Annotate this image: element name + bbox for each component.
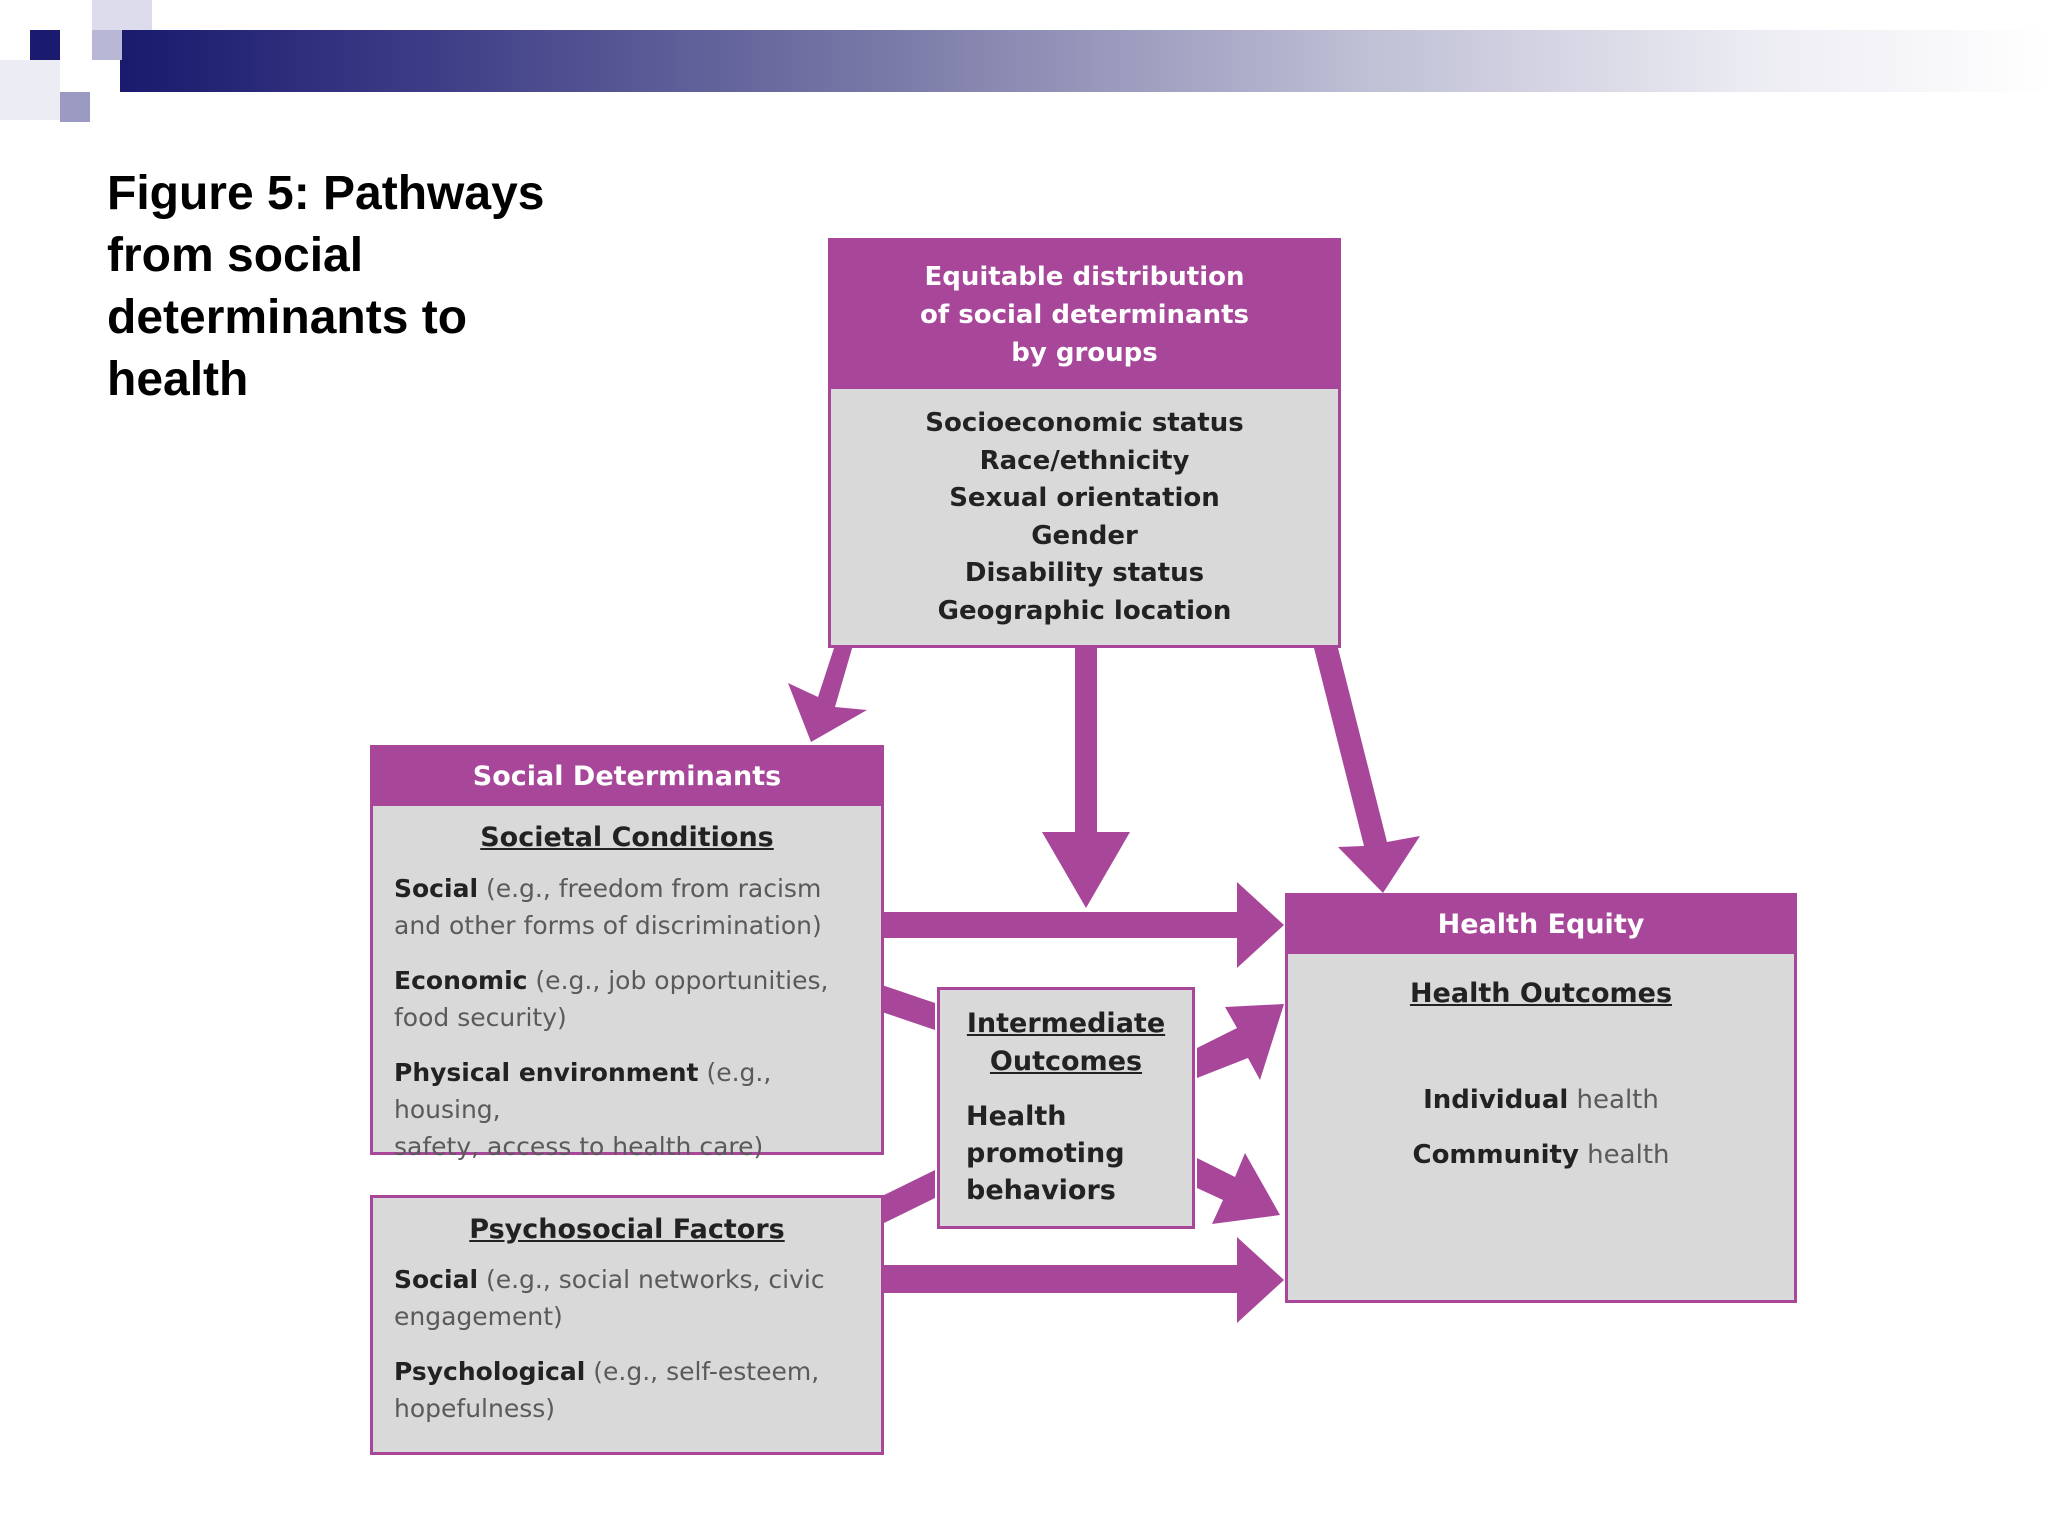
- societal-conditions-list: Social (e.g., freedom from racism and ot…: [394, 870, 871, 1165]
- psychosocial-subtitle: Psychosocial Factors: [469, 1214, 785, 1245]
- physical-environment-item: Physical environment (e.g., housing, saf…: [394, 1054, 871, 1165]
- banner-square-mid: [92, 30, 122, 60]
- item-term: Social: [394, 1265, 479, 1294]
- group-item: Gender: [1031, 520, 1138, 551]
- arrow-intermediate-to-equity-lower: [1197, 1153, 1280, 1224]
- intermediate-outcomes-box: Intermediate Outcomes Health promoting b…: [937, 987, 1195, 1229]
- economic-condition-item: Economic (e.g., job opportunities, food …: [394, 962, 871, 1036]
- item-detail: safety, access to health care): [394, 1132, 764, 1161]
- social-determinants-header: Social Determinants: [373, 748, 881, 806]
- intermediate-title-line: Intermediate: [966, 1008, 1166, 1039]
- psychosocial-factors-box: Psychosocial Factors Social (e.g., socia…: [370, 1195, 884, 1455]
- arrow-psychosocial-to-intermediate: [882, 1170, 935, 1224]
- item-detail: food security): [394, 1003, 567, 1032]
- equitable-header: Equitable distribution of social determi…: [831, 241, 1338, 389]
- title-line: health: [107, 353, 249, 406]
- item-term: Social: [394, 874, 479, 903]
- group-item: Disability status: [964, 558, 1205, 588]
- intermediate-title-line: Outcomes: [989, 1046, 1143, 1077]
- item-term: Economic: [394, 966, 528, 995]
- health-equity-header: Health Equity: [1288, 896, 1794, 954]
- item-term: Community: [1412, 1140, 1579, 1170]
- community-health-item: Community health: [1288, 1137, 1794, 1174]
- group-item: Race/ethnicity: [979, 445, 1190, 476]
- arrow-social-to-equity: [882, 882, 1284, 968]
- arrow-to-health-equity-top: [1314, 648, 1420, 893]
- item-detail: (e.g., freedom from racism: [478, 874, 822, 903]
- item-detail: (e.g., housing,: [394, 1058, 772, 1124]
- psychological-item: Psychological (e.g., self-esteem, hopefu…: [394, 1353, 871, 1427]
- arrow-psychosocial-to-equity: [882, 1237, 1284, 1323]
- intermediate-body-line: promoting: [966, 1138, 1125, 1169]
- psychosocial-social-item: Social (e.g., social networks, civic eng…: [394, 1261, 871, 1335]
- title-line: from social: [107, 229, 364, 282]
- health-outcomes-list: Individual health Community health: [1288, 1082, 1794, 1174]
- societal-conditions-subtitle: Societal Conditions: [480, 822, 774, 853]
- health-equity-header-label: Health Equity: [1437, 909, 1645, 940]
- banner-square-faint: [0, 60, 60, 120]
- intermediate-title: Intermediate Outcomes: [940, 1005, 1192, 1081]
- equitable-distribution-box: Equitable distribution of social determi…: [828, 238, 1341, 648]
- item-term: Psychological: [394, 1357, 586, 1386]
- banner-square-light: [92, 0, 152, 30]
- item-detail: health: [1578, 1140, 1670, 1170]
- arrow-social-to-intermediate: [882, 985, 935, 1030]
- item-detail: (e.g., self-esteem,: [585, 1357, 820, 1386]
- item-detail: (e.g., job opportunities,: [527, 966, 829, 995]
- intermediate-body-line: Health: [966, 1101, 1067, 1132]
- item-detail: engagement): [394, 1302, 563, 1331]
- intermediate-body-line: behaviors: [966, 1175, 1116, 1206]
- group-item: Geographic location: [937, 595, 1232, 626]
- banner-square-dark: [30, 30, 60, 60]
- item-term: Physical environment: [394, 1058, 699, 1087]
- group-item: Socioeconomic status: [925, 408, 1244, 438]
- equitable-header-line: by groups: [1011, 338, 1158, 368]
- psychosocial-list: Social (e.g., social networks, civic eng…: [394, 1261, 871, 1427]
- health-equity-box: Health Equity Health Outcomes Individual…: [1285, 893, 1797, 1303]
- individual-health-item: Individual health: [1288, 1082, 1794, 1119]
- arrow-top-center-down: [1042, 648, 1130, 908]
- intermediate-body: Health promoting behaviors: [966, 1098, 1125, 1209]
- equitable-header-line: of social determinants: [920, 300, 1249, 330]
- equitable-header-line: Equitable distribution: [924, 262, 1245, 292]
- social-determinants-header-label: Social Determinants: [472, 761, 782, 792]
- health-outcomes-subtitle: Health Outcomes: [1409, 978, 1673, 1009]
- arrow-intermediate-to-equity-upper: [1197, 1004, 1284, 1080]
- banner-square-small: [60, 92, 90, 122]
- item-detail: health: [1568, 1085, 1659, 1115]
- arrow-to-social-determinants: [788, 645, 867, 742]
- item-term: Individual: [1423, 1085, 1569, 1115]
- social-condition-item: Social (e.g., freedom from racism and ot…: [394, 870, 871, 944]
- social-determinants-box: Social Determinants Societal Conditions …: [370, 745, 884, 1161]
- item-detail: (e.g., social networks, civic: [478, 1265, 825, 1294]
- slide-banner: [120, 30, 2048, 92]
- page-title: Figure 5: Pathways from social determina…: [107, 163, 627, 411]
- equitable-group-list: Socioeconomic status Race/ethnicity Sexu…: [831, 405, 1338, 630]
- title-line: Figure 5: Pathways: [107, 167, 545, 220]
- title-line: determinants to: [107, 291, 468, 344]
- item-detail: and other forms of discrimination): [394, 911, 822, 940]
- group-item: Sexual orientation: [949, 483, 1220, 513]
- item-detail: hopefulness): [394, 1394, 556, 1423]
